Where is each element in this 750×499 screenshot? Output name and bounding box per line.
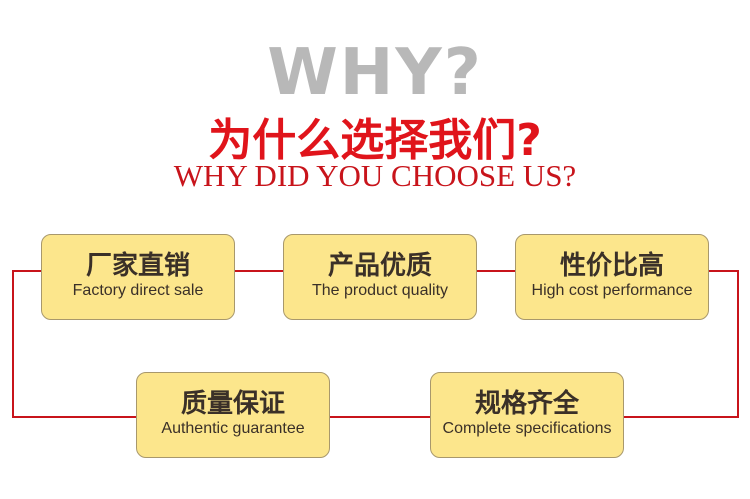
connector-line bbox=[328, 416, 431, 418]
feature-title: 厂家直销 bbox=[85, 251, 190, 281]
connector-line bbox=[12, 270, 14, 418]
feature-title: 规格齐全 bbox=[474, 389, 579, 419]
title-english: WHY DID YOU CHOOSE US? bbox=[173, 158, 577, 193]
feature-subtitle: Authentic guarantee bbox=[161, 420, 305, 437]
feature-subtitle: High cost performance bbox=[531, 282, 693, 299]
connector-line bbox=[737, 270, 739, 418]
connector-line bbox=[12, 416, 137, 418]
feature-title: 产品优质 bbox=[327, 251, 432, 281]
title-chinese: 为什么选择我们? bbox=[208, 115, 542, 166]
feature-title: 性价比高 bbox=[559, 251, 664, 281]
feature-subtitle: Complete specifications bbox=[442, 420, 612, 437]
feature-subtitle: The product quality bbox=[311, 282, 449, 299]
connector-line bbox=[708, 270, 739, 272]
connector-line bbox=[12, 270, 42, 272]
why-heading: WHY? bbox=[267, 36, 483, 110]
connector-line bbox=[475, 270, 516, 272]
connector-line bbox=[622, 416, 739, 418]
feature-title: 质量保证 bbox=[180, 389, 285, 419]
feature-subtitle: Factory direct sale bbox=[72, 282, 204, 299]
connector-line bbox=[234, 270, 284, 272]
